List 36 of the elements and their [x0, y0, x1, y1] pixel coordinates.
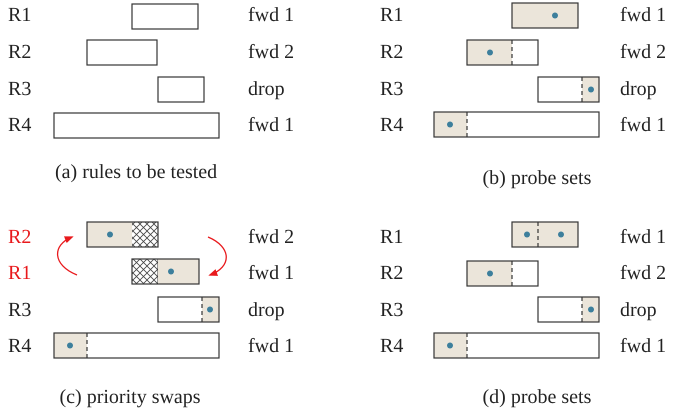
rule-action: fwd 1 — [620, 226, 666, 248]
rule-name: R3 — [380, 299, 404, 321]
rule-action: fwd 1 — [248, 335, 294, 357]
rule-action: fwd 2 — [248, 41, 294, 63]
panel-caption: (c) priority swaps — [60, 386, 201, 408]
rule-action: drop — [248, 78, 285, 100]
rule-name: R2 — [380, 41, 404, 63]
rule-action: fwd 2 — [248, 226, 294, 248]
rule-action: fwd 1 — [620, 335, 666, 357]
panel-caption: (b) probe sets — [482, 167, 592, 189]
rule-action: drop — [620, 78, 657, 100]
rule-name: R1 — [380, 4, 404, 26]
rule-action: fwd 2 — [620, 262, 666, 284]
rule-name: R1 — [8, 262, 32, 284]
rule-name: R4 — [380, 335, 404, 357]
panel-caption: (a) rules to be tested — [55, 161, 218, 183]
rule-name: R4 — [380, 114, 404, 136]
rule-name: R4 — [8, 335, 32, 357]
rule-action: fwd 1 — [248, 4, 294, 26]
rule-name: R3 — [8, 78, 32, 100]
rule-name: R3 — [8, 299, 32, 321]
rule-action: fwd 1 — [248, 114, 294, 136]
rule-name: R2 — [8, 226, 32, 248]
rule-action: fwd 1 — [248, 262, 294, 284]
rule-name: R3 — [380, 78, 404, 100]
rule-name: R4 — [8, 114, 32, 136]
rule-action: drop — [248, 299, 285, 321]
rule-action: fwd 1 — [620, 4, 666, 26]
rule-name: R2 — [8, 41, 32, 63]
rule-action: fwd 2 — [620, 41, 666, 63]
rule-name: R1 — [380, 226, 404, 248]
rule-name: R2 — [380, 262, 404, 284]
rule-action: fwd 1 — [620, 114, 666, 136]
panel-caption: (d) probe sets — [482, 386, 592, 408]
rule-name: R1 — [8, 4, 32, 26]
rule-action: drop — [620, 299, 657, 321]
